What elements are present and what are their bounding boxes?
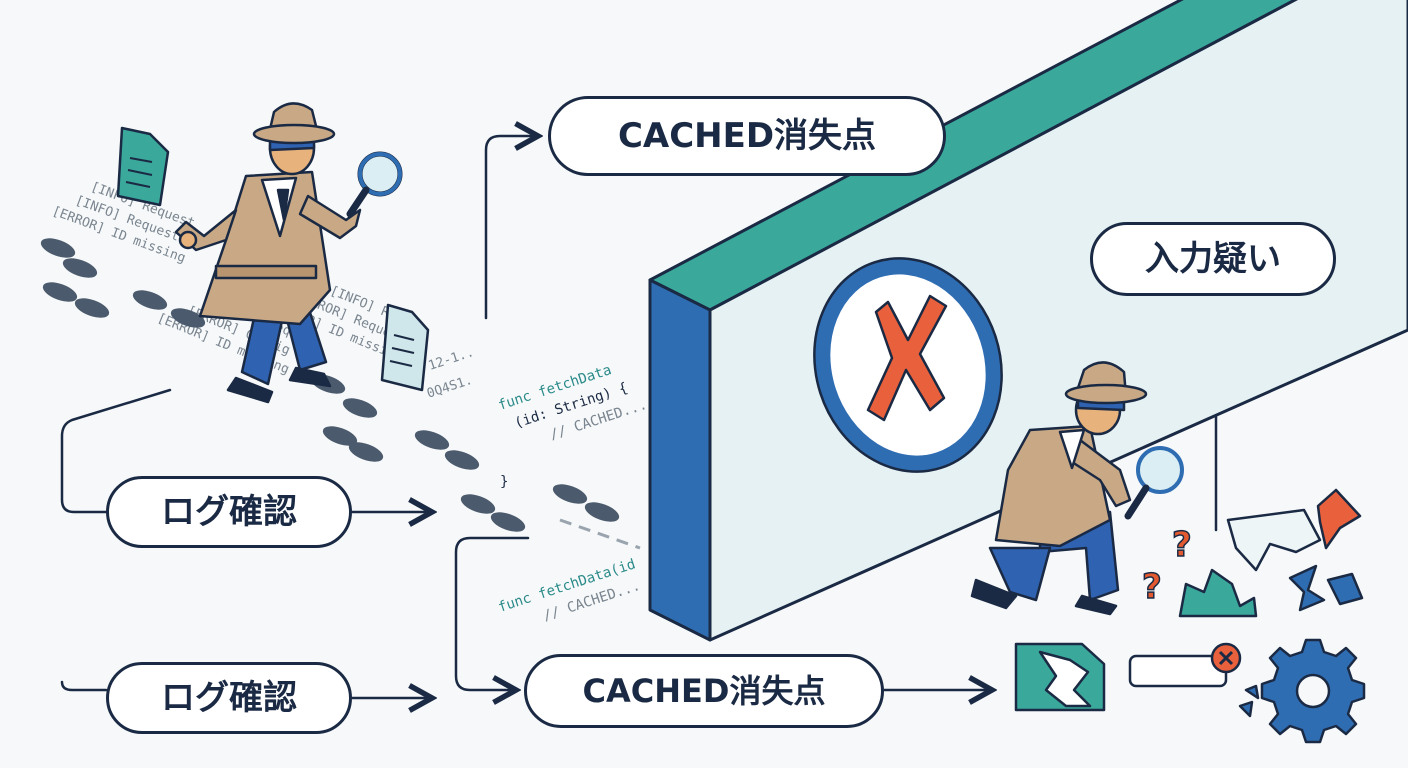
code-snippet-top: func fetchData (id: String) { // CACHED.… — [496, 362, 649, 443]
detective-kneeling-icon — [970, 361, 1184, 616]
code-line: } — [500, 474, 508, 490]
cached-vanish-label-top: CACHED消失点 — [548, 96, 946, 176]
question-mark-icon: ? — [1142, 567, 1162, 607]
cached-vanish-label-bottom: CACHED消失点 — [524, 654, 884, 728]
code-snippet-bottom: func fetchData(id // CACHED... — [496, 556, 642, 624]
arrow — [484, 136, 538, 320]
document-icon — [380, 303, 430, 392]
log-stamp: 12-1.. — [427, 345, 476, 374]
detective-walking-icon — [174, 102, 403, 404]
log-stamp: 0Q4S1. — [425, 373, 474, 402]
broken-pieces-icon — [1178, 488, 1364, 618]
blocking-wall — [648, 0, 1408, 642]
document-icon — [116, 126, 170, 207]
log-check-label-top: ログ確認 — [106, 476, 352, 548]
log-check-label-bottom: ログ確認 — [106, 662, 352, 734]
log-stamps: 12-1.. 0Q4S1. — [425, 345, 476, 402]
broken-document-icon — [1014, 642, 1106, 712]
input-suspect-label: 入力疑い — [1090, 222, 1336, 296]
broken-gear-icon — [1238, 638, 1366, 744]
question-mark-icon: ? — [1172, 525, 1192, 565]
question-mark-icons: ? ? — [1141, 524, 1192, 608]
arrow — [454, 536, 530, 690]
connector-line — [60, 388, 172, 514]
error-input-field-icon — [1128, 642, 1242, 688]
error-x-icon — [813, 257, 1003, 473]
dashed-trail — [559, 518, 641, 550]
connector-line — [60, 680, 108, 692]
